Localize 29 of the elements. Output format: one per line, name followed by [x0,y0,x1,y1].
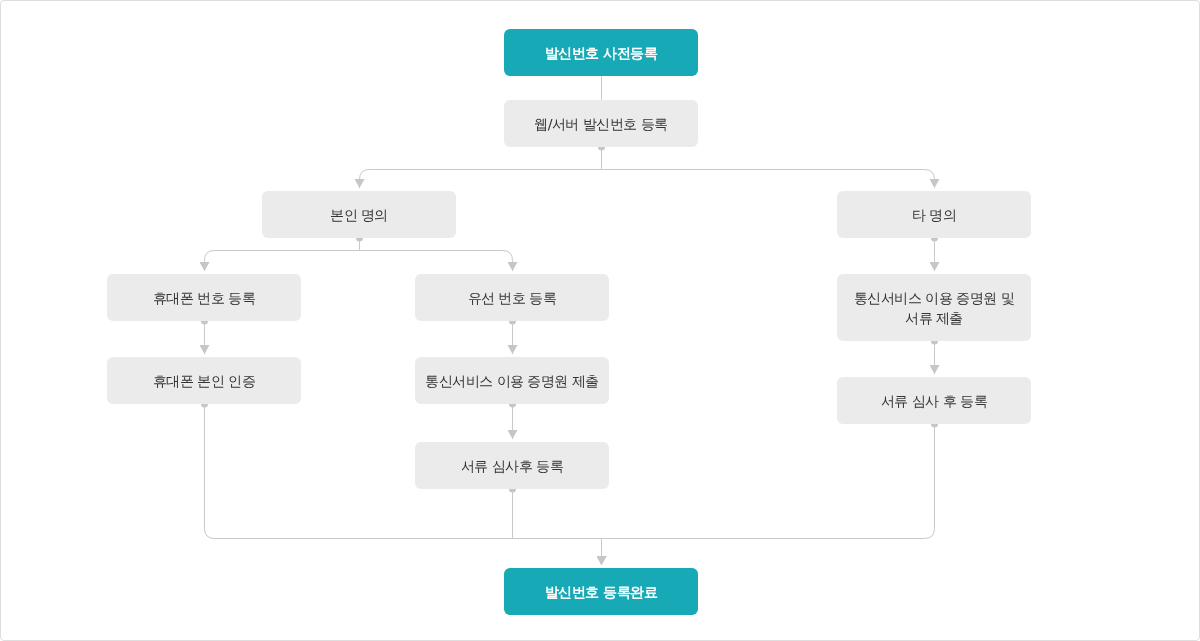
arrow [601,169,940,189]
step-label: 타 명의 [911,205,957,225]
step-box [415,442,609,489]
step-label: 서류 심사후 등록 [460,456,564,476]
step-box [415,357,609,404]
arrow [199,250,360,272]
step-label: 유선 번호 등록 [467,288,557,308]
step-box [837,274,1031,341]
step-box [107,274,301,321]
step-label: 휴대폰 본인 인증 [152,371,256,391]
highlight-step-box [504,568,698,615]
highlight-step-box [504,29,698,76]
step-box [107,357,301,404]
step-label: 통신서비스 이용 증명원 및 서류 제출 [852,288,1016,328]
step-box [504,100,698,147]
step-label: 본인 명의 [330,205,388,225]
step-label: 휴대폰 번호 등록 [152,288,256,308]
step-box [415,274,609,321]
step-label: 발신번호 사전등록 [544,43,658,63]
step-label: 통신서비스 이용 증명원 제출 [425,371,599,391]
step-label: 발신번호 등록완료 [544,582,658,602]
step-label: 웹/서버 발신번호 등록 [534,114,668,134]
connector-line [601,75,602,101]
step-box [837,191,1031,238]
step-label: 서류 심사 후 등록 [880,391,988,411]
arrow [354,169,602,189]
arrow [359,250,518,272]
step-box [837,377,1031,424]
step-box [262,191,456,238]
